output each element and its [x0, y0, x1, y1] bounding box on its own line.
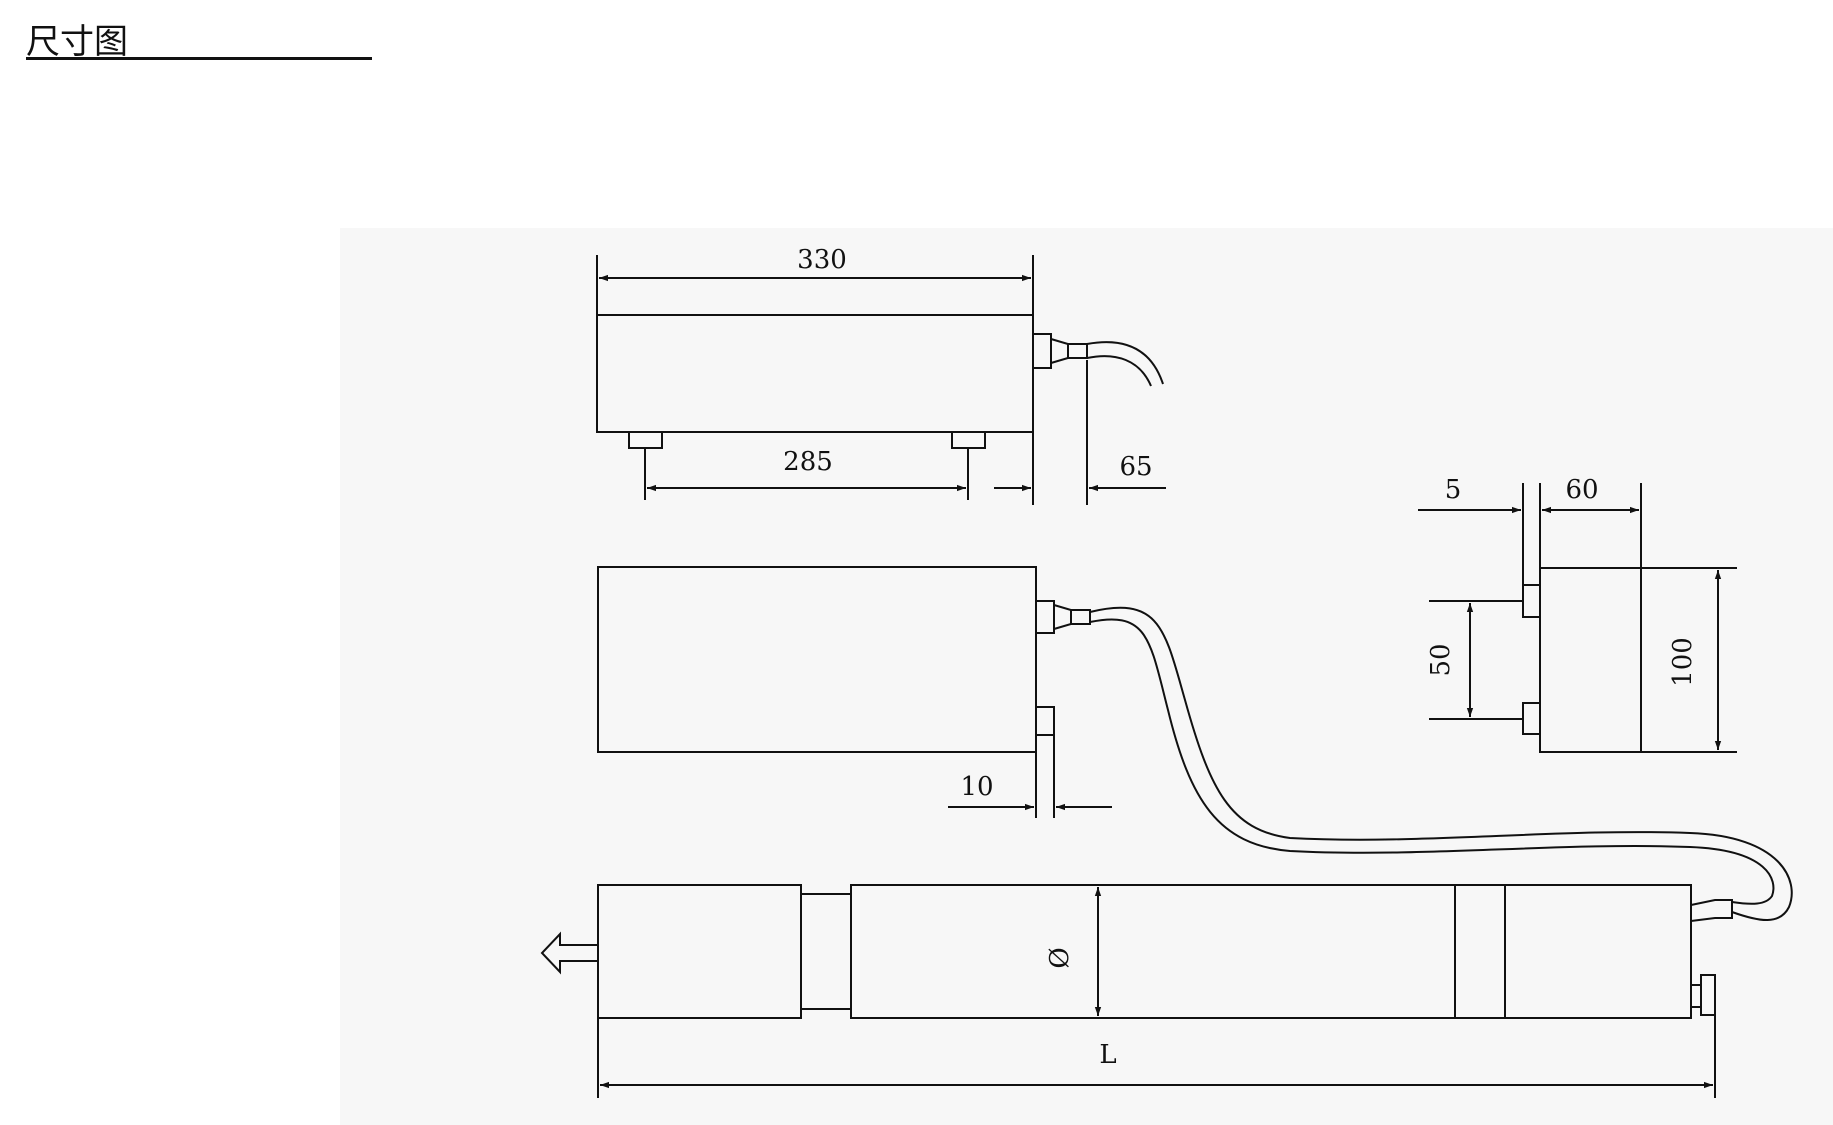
top-view-unit	[596, 314, 1164, 449]
top-view-connector-sleeve	[1050, 338, 1069, 364]
dim-label-5: 5	[1445, 475, 1462, 505]
side-view-foot-bottom	[1522, 702, 1541, 735]
side-view-unit	[1522, 567, 1642, 753]
dim-10	[948, 735, 1112, 818]
dim-5-60	[1418, 483, 1642, 585]
middle-view-connector	[1035, 600, 1055, 634]
top-view-cable	[1086, 341, 1164, 385]
dim-330	[596, 255, 1034, 315]
top-view-housing	[596, 314, 1034, 433]
bottom-cable-fitting	[1690, 899, 1733, 922]
dim-label-330: 330	[797, 245, 847, 275]
dim-label-285: 285	[783, 447, 833, 477]
dim-L	[597, 1015, 1716, 1098]
dim-label-100: 100	[1668, 637, 1698, 687]
dim-100	[1641, 567, 1737, 753]
middle-view-foot	[1035, 706, 1055, 736]
dim-label-50: 50	[1426, 643, 1456, 676]
dim-label-65: 65	[1119, 452, 1152, 482]
middle-view-housing	[597, 566, 1037, 753]
top-view-connector	[1032, 333, 1052, 369]
bottom-assembly	[540, 884, 1733, 1019]
middle-view-unit	[597, 566, 1091, 753]
dim-label-10: 10	[960, 772, 993, 802]
bottom-tube	[850, 884, 1692, 1019]
bottom-end-knob	[1700, 974, 1716, 1016]
bottom-motor-section	[597, 884, 802, 1019]
dim-285	[644, 448, 969, 500]
output-arrow-icon	[540, 931, 598, 975]
side-view-housing	[1539, 567, 1642, 753]
dim-label-diameter: Ø	[1045, 947, 1075, 968]
dim-label-L: L	[1099, 1040, 1116, 1070]
top-view-foot-right	[951, 431, 986, 449]
dim-label-60: 60	[1565, 475, 1598, 505]
top-view-foot-left	[628, 431, 663, 449]
connecting-cable	[1089, 606, 1793, 921]
dim-50	[1429, 600, 1523, 720]
side-view-foot-top	[1522, 584, 1541, 618]
page-title: 尺寸图	[26, 22, 128, 62]
title-underline	[26, 57, 372, 60]
bottom-coupling	[800, 893, 852, 1010]
dim-65	[994, 360, 1166, 505]
